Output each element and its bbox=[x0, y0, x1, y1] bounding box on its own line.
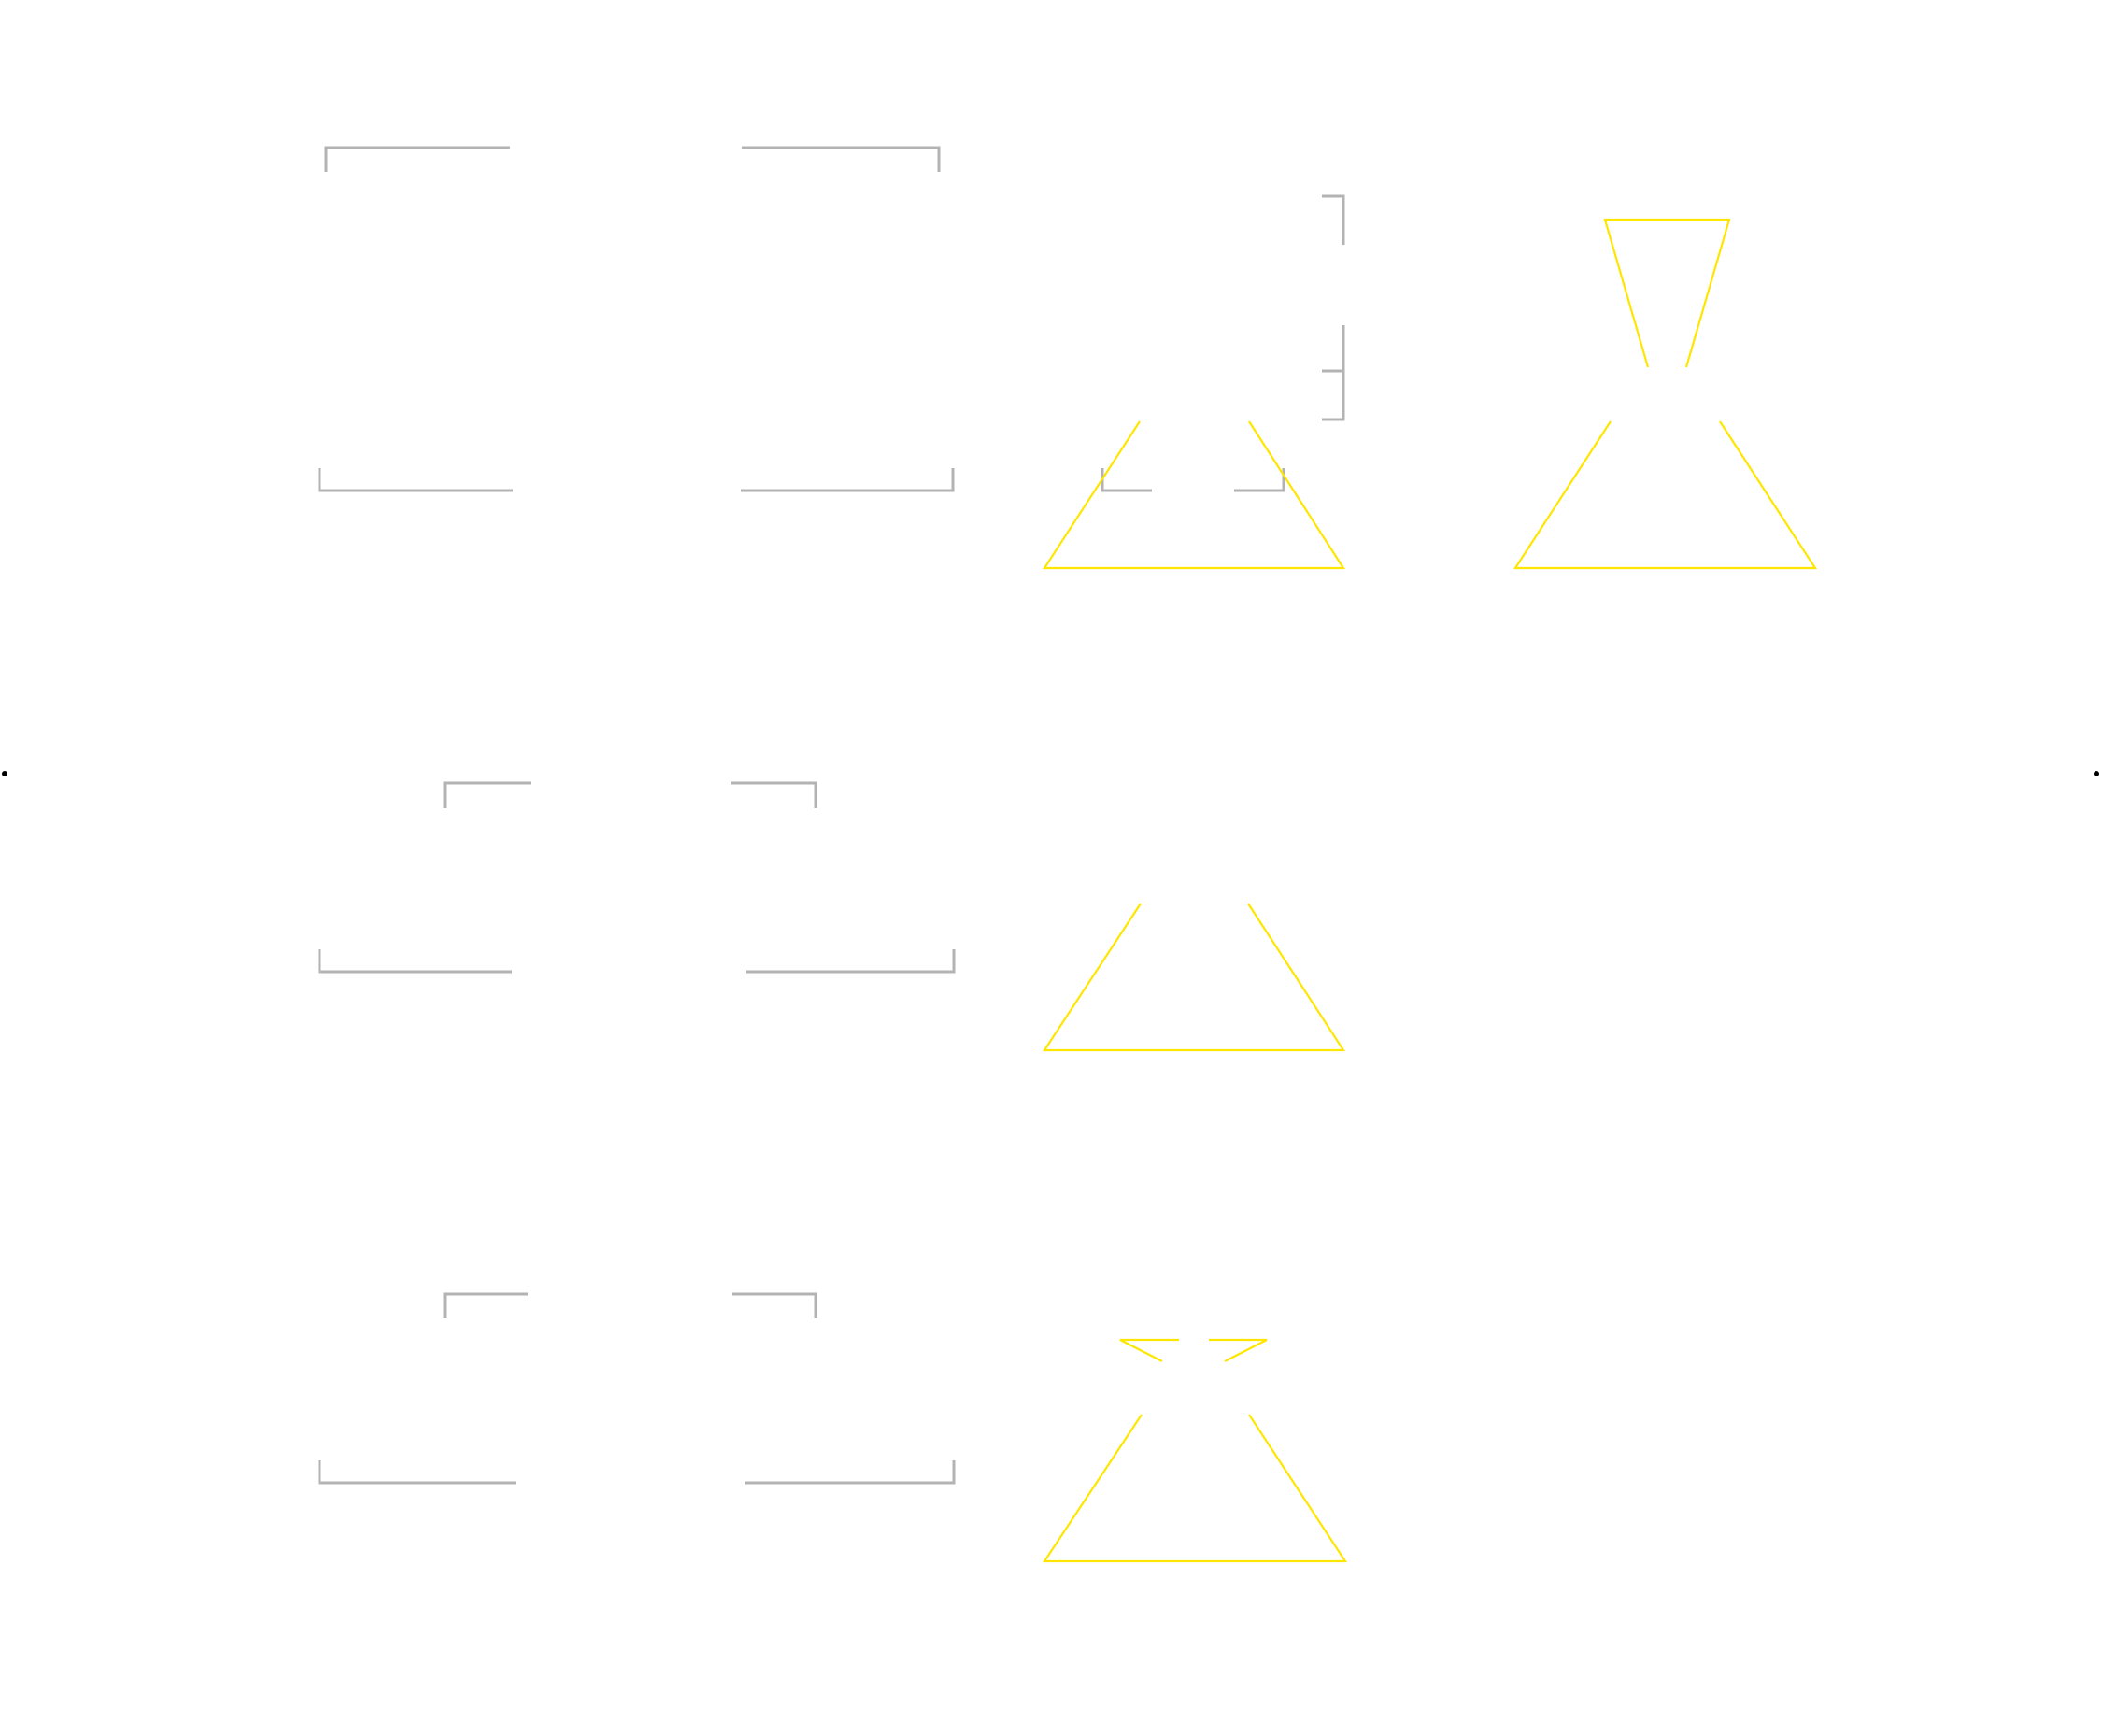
trapezoid-shape bbox=[1042, 420, 1346, 570]
open-triangle-shape bbox=[1042, 903, 1346, 1052]
row-2-funnels bbox=[1042, 903, 1346, 1052]
row-1-funnels bbox=[1042, 218, 1818, 570]
corner-bracket bbox=[746, 949, 956, 974]
right-edge-marker bbox=[2094, 771, 2099, 776]
row-1-group bbox=[318, 146, 1818, 570]
corner-bracket bbox=[741, 468, 955, 492]
corner-bracket bbox=[324, 146, 510, 172]
left-edge-marker bbox=[2, 771, 7, 776]
row-3-group bbox=[318, 1292, 1348, 1563]
corner-bracket bbox=[732, 1292, 817, 1318]
small-wedge-shape bbox=[1119, 1338, 1179, 1362]
corner-bracket bbox=[318, 468, 513, 492]
small-wedge-shape bbox=[1209, 1338, 1268, 1362]
row-2-group bbox=[318, 781, 1346, 1052]
row-3-brackets bbox=[318, 1292, 956, 1485]
corner-bracket bbox=[1101, 468, 1152, 492]
row-2-brackets bbox=[318, 781, 956, 974]
corner-bracket bbox=[443, 1292, 528, 1318]
corner-bracket bbox=[731, 781, 817, 808]
row-3-funnels bbox=[1042, 1338, 1348, 1563]
corner-bracket bbox=[318, 1460, 516, 1485]
corner-bracket bbox=[443, 781, 531, 808]
corner-bracket bbox=[742, 146, 941, 172]
row-1-brackets bbox=[318, 146, 1345, 492]
side-bracket bbox=[1322, 325, 1345, 421]
open-triangle-shape bbox=[1042, 1414, 1348, 1563]
corner-bracket bbox=[318, 949, 512, 974]
trapezoid-shape bbox=[1513, 420, 1818, 570]
inverted-trapezoid-shape bbox=[1603, 218, 1731, 368]
corner-bracket bbox=[1322, 194, 1345, 245]
corner-bracket bbox=[1234, 468, 1285, 492]
corner-bracket bbox=[745, 1460, 956, 1485]
